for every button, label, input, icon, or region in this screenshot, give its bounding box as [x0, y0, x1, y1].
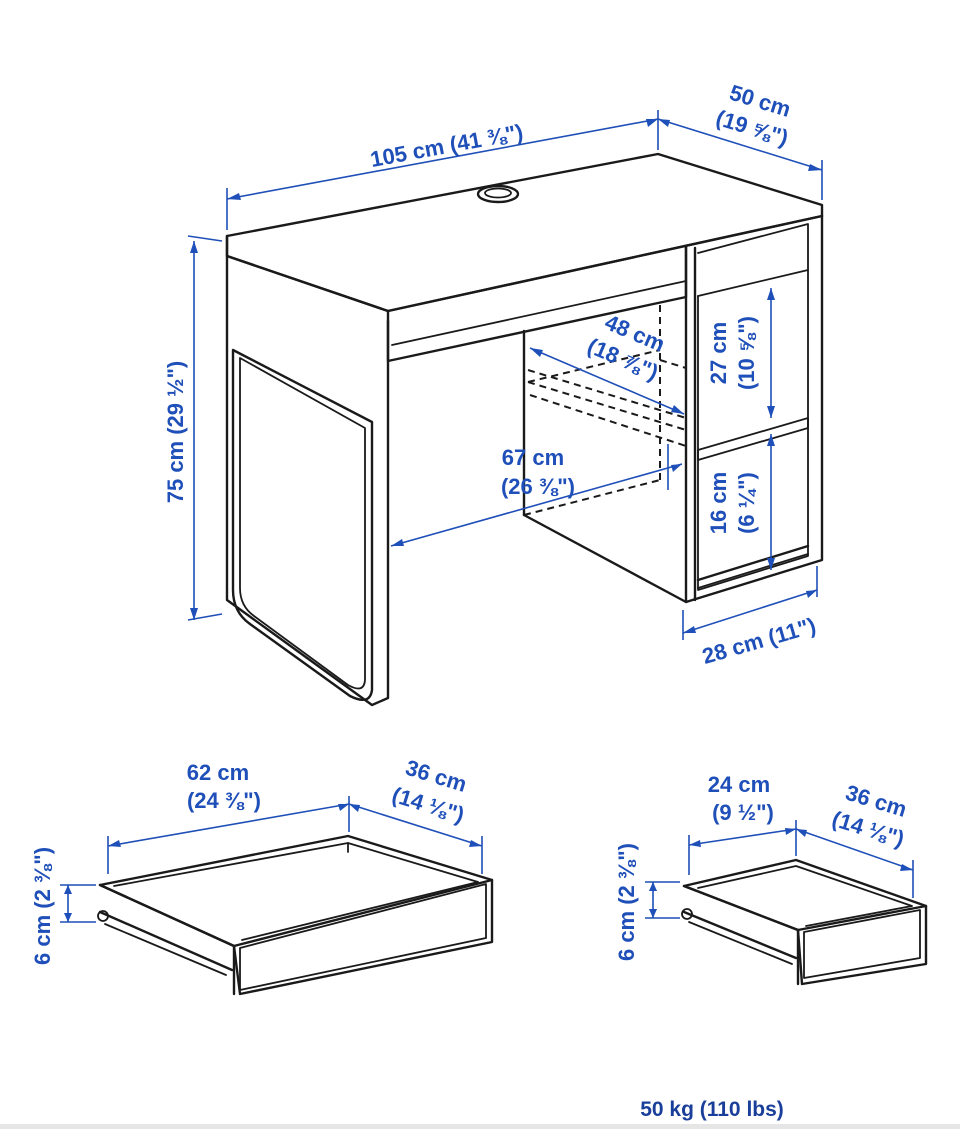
small-drawer-height-dimension: 6 cm (2 ⅜") [614, 843, 680, 961]
desk-height-dimension: 75 cm (29 ½") [163, 235, 223, 621]
small-drawer-width-in-label: (9 ½") [712, 800, 774, 825]
upper-comp-cm-label: 27 cm [706, 322, 731, 384]
desk-width-label: 105 cm (41 ⅜") [368, 119, 525, 172]
cable-hole-icon [476, 184, 520, 204]
lower-compartment-dimension: 16 cm (6 ¼") [706, 434, 775, 570]
large-drawer-width-dimension: 62 cm (24 ⅜") [107, 760, 350, 874]
upper-comp-in-label: (10 ⅝") [734, 316, 759, 390]
desk-depth-dimension: 50 cm (19 ⅝") [657, 80, 823, 200]
large-drawer-illustration [97, 834, 494, 996]
large-drawer-width-cm-label: 62 cm [187, 760, 249, 785]
small-drawer-width-cm-label: 24 cm [708, 772, 770, 797]
drawer-wheel-icon [681, 908, 693, 920]
desk-width-dimension: 105 cm (41 ⅜") [226, 110, 659, 230]
lower-comp-cm-label: 16 cm [706, 472, 731, 534]
cabinet-width-label: 28 cm (11") [699, 613, 818, 669]
large-drawer-height-dimension: 6 cm (2 ⅜") [30, 847, 96, 965]
knee-width-cm-label: 67 cm [502, 445, 564, 470]
drawer-wheel-icon [97, 910, 109, 922]
small-drawer-illustration [681, 858, 928, 986]
large-drawer-width-in-label: (24 ⅜") [187, 788, 261, 813]
upper-compartment-dimension: 27 cm (10 ⅝") [706, 288, 775, 418]
max-load-label: 50 kg (110 lbs) [640, 1098, 784, 1121]
small-drawer-width-dimension: 24 cm (9 ½") [688, 772, 797, 875]
knee-width-in-label: (26 ⅜") [501, 474, 575, 499]
desk-illustration [225, 152, 824, 707]
knee-width-dimension: 67 cm (26 ⅜") [390, 444, 683, 547]
desk-height-label: 75 cm (29 ½") [163, 361, 188, 504]
bottom-divider [0, 1124, 960, 1129]
large-drawer-height-label: 6 cm (2 ⅜") [30, 847, 55, 965]
lower-comp-in-label: (6 ¼") [734, 472, 759, 534]
small-drawer-height-label: 6 cm (2 ⅜") [614, 843, 639, 961]
